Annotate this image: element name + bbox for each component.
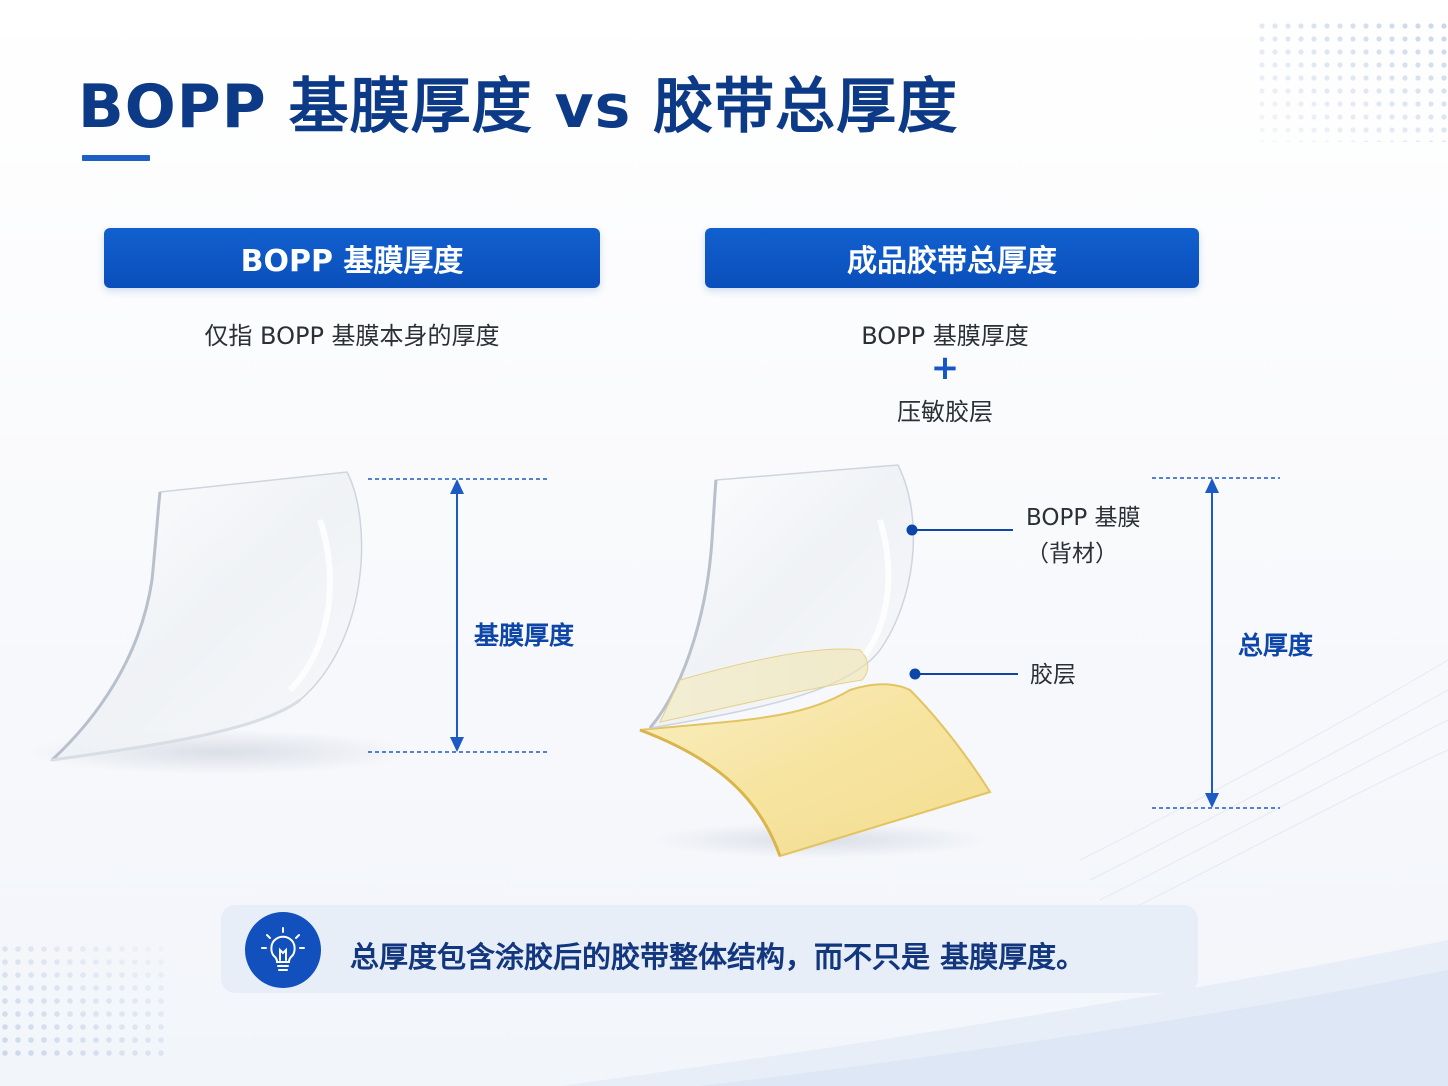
decorative-dots-top-right bbox=[1258, 22, 1448, 142]
note-box bbox=[221, 905, 1198, 993]
tape-illustration bbox=[639, 464, 992, 858]
callout-backing-line1: BOPP 基膜 bbox=[1026, 505, 1141, 531]
callout-leaders bbox=[906, 524, 1018, 680]
right-panel-description-line2: 压敏胶层 bbox=[897, 398, 993, 426]
base-thickness-dimension bbox=[368, 478, 550, 753]
lightbulb-icon bbox=[245, 912, 321, 988]
callout-adhesive-layer: 胶层 bbox=[1030, 662, 1076, 688]
decorative-dots-bottom-left bbox=[0, 944, 170, 1062]
page-title: BOPP 基膜厚度 vs 胶带总厚度 bbox=[78, 72, 959, 142]
callout-bopp-backing: BOPP 基膜 （背材） bbox=[1026, 500, 1141, 572]
note-text: 总厚度包含涂胶后的胶带整体结构，而不只是 基膜厚度。 bbox=[350, 940, 1086, 974]
right-panel-header: 成品胶带总厚度 bbox=[705, 228, 1199, 288]
left-panel-description: 仅指 BOPP 基膜本身的厚度 bbox=[204, 322, 500, 350]
title-underline bbox=[82, 155, 150, 161]
total-thickness-label: 总厚度 bbox=[1238, 631, 1314, 660]
left-panel-header: BOPP 基膜厚度 bbox=[104, 228, 600, 288]
plus-sign: + bbox=[930, 348, 960, 388]
base-film-illustration bbox=[30, 471, 410, 774]
total-thickness-dimension bbox=[1152, 477, 1280, 809]
callout-backing-line2: （背材） bbox=[1026, 541, 1118, 567]
base-thickness-label: 基膜厚度 bbox=[474, 621, 575, 650]
right-panel-description-line1: BOPP 基膜厚度 bbox=[861, 322, 1029, 350]
